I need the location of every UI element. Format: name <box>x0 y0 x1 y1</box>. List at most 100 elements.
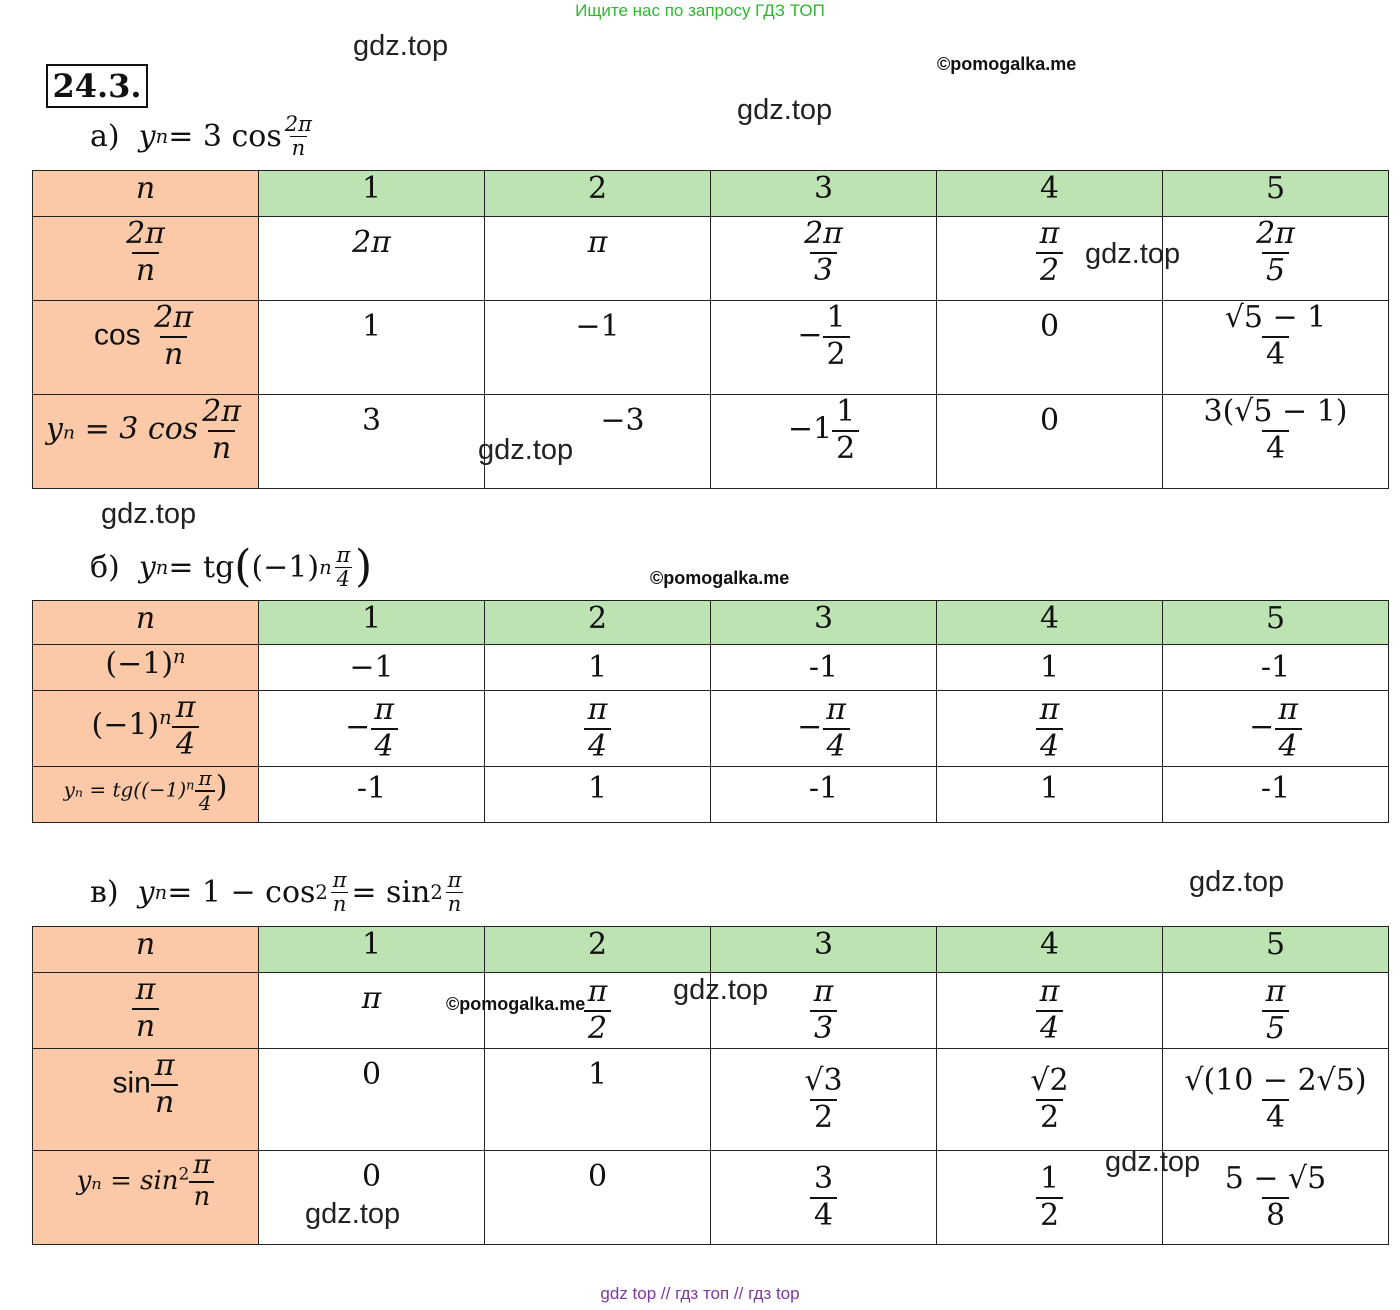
cell-sign: − <box>345 709 371 745</box>
part-a-letter: а) <box>90 118 120 154</box>
frac-num: √(10 − 2√5) <box>1184 1063 1367 1098</box>
paren-close: ) <box>215 769 228 805</box>
watermark-gdz: gdz.top <box>478 434 574 466</box>
frac-num: 1 <box>826 300 846 335</box>
header-cell: 3 <box>710 600 937 645</box>
cell-value: π <box>361 981 382 1016</box>
part-a-y: y <box>138 118 156 154</box>
footer-links[interactable]: gdz top // гдз топ // гдз top <box>600 1284 800 1303</box>
watermark-gdz: gdz.top <box>305 1198 401 1230</box>
frac-num: π <box>135 972 156 1007</box>
frac-num: 1 <box>1039 1161 1060 1196</box>
frac-den: 2 <box>583 1009 612 1047</box>
table-cell: 1 <box>484 766 711 823</box>
frac-den: 2 <box>1035 1196 1064 1234</box>
table-cell: -1 <box>1162 766 1389 823</box>
cell-value: 3 <box>361 403 382 438</box>
top-banner: Ищите нас по запросу ГДЗ ТОП <box>575 1 825 20</box>
frac-den: 4 <box>172 725 200 763</box>
watermark-pomogalka: ©pomogalka.me <box>937 54 1077 74</box>
frac-den: 4 <box>1261 429 1290 467</box>
table-cell: -1 <box>710 766 937 823</box>
cell-sign: − <box>1249 709 1275 745</box>
frac-den: 4 <box>194 790 216 815</box>
frac-den: 3 <box>809 251 838 289</box>
part-c-eq: = sin <box>351 874 431 910</box>
frac-den: 4 <box>1035 727 1064 765</box>
table-a-header-row: n 1 2 3 4 5 <box>32 170 1389 217</box>
frac-den: 4 <box>809 1196 838 1234</box>
frac-den: 4 <box>370 727 398 765</box>
header-cell: 3 <box>710 926 937 973</box>
cell-value: −1 <box>575 309 620 344</box>
part-c-pow: 2 <box>315 880 328 904</box>
part-b-y: y <box>138 549 156 585</box>
frac-den: 4 <box>1035 1009 1064 1047</box>
paren-open: ( <box>234 541 252 592</box>
part-c-y: y <box>137 874 155 910</box>
cell-value: 0 <box>361 1057 382 1092</box>
table-cell: −1 <box>484 300 711 395</box>
table-cell: 1 <box>484 1048 711 1151</box>
watermark-gdz: gdz.top <box>1085 238 1181 270</box>
header-cell: 5 <box>1162 170 1389 217</box>
frac-den: 5 <box>1261 251 1290 289</box>
frac-den: 8 <box>1261 1196 1290 1234</box>
part-c-mid: = 1 − cos <box>167 874 316 910</box>
frac-den: 5 <box>1261 1009 1290 1047</box>
watermark-pomogalka: ©pomogalka.me <box>446 994 586 1014</box>
table-cell: -1 <box>258 766 485 823</box>
header-cell: 1 <box>258 926 485 973</box>
frac-num: π <box>332 868 347 893</box>
header-cell: n <box>32 170 259 217</box>
frac-num: √5 − 1 <box>1224 300 1327 335</box>
table-cell: 0 <box>258 1150 485 1245</box>
frac-den: n <box>131 1007 160 1045</box>
frac-num: √2 <box>1030 1063 1069 1098</box>
watermark-gdz: gdz.top <box>737 94 833 126</box>
frac-num: π <box>1265 974 1286 1009</box>
frac-num: 2π <box>1256 216 1295 251</box>
frac-den: n <box>189 1180 215 1213</box>
header-cell: 4 <box>936 170 1163 217</box>
frac-den: 2 <box>832 429 860 467</box>
row-label-text: yₙ = tg((−1) <box>63 777 187 802</box>
cell-value: π <box>587 225 608 260</box>
frac-den: 2 <box>1035 1098 1064 1136</box>
part-c-sub: n <box>154 880 168 904</box>
frac-den: n <box>289 135 308 160</box>
part-a-rest: = 3 cos <box>168 118 282 154</box>
table-cell: 1 <box>484 644 711 691</box>
frac-num: 2π <box>804 216 843 251</box>
header-cell: 1 <box>258 600 485 645</box>
frac-den: n <box>207 429 236 467</box>
table-cell: 0 <box>258 1048 485 1151</box>
frac-num: π <box>1039 692 1060 727</box>
cell-value: 2π <box>352 225 391 260</box>
header-cell: 2 <box>484 926 711 973</box>
